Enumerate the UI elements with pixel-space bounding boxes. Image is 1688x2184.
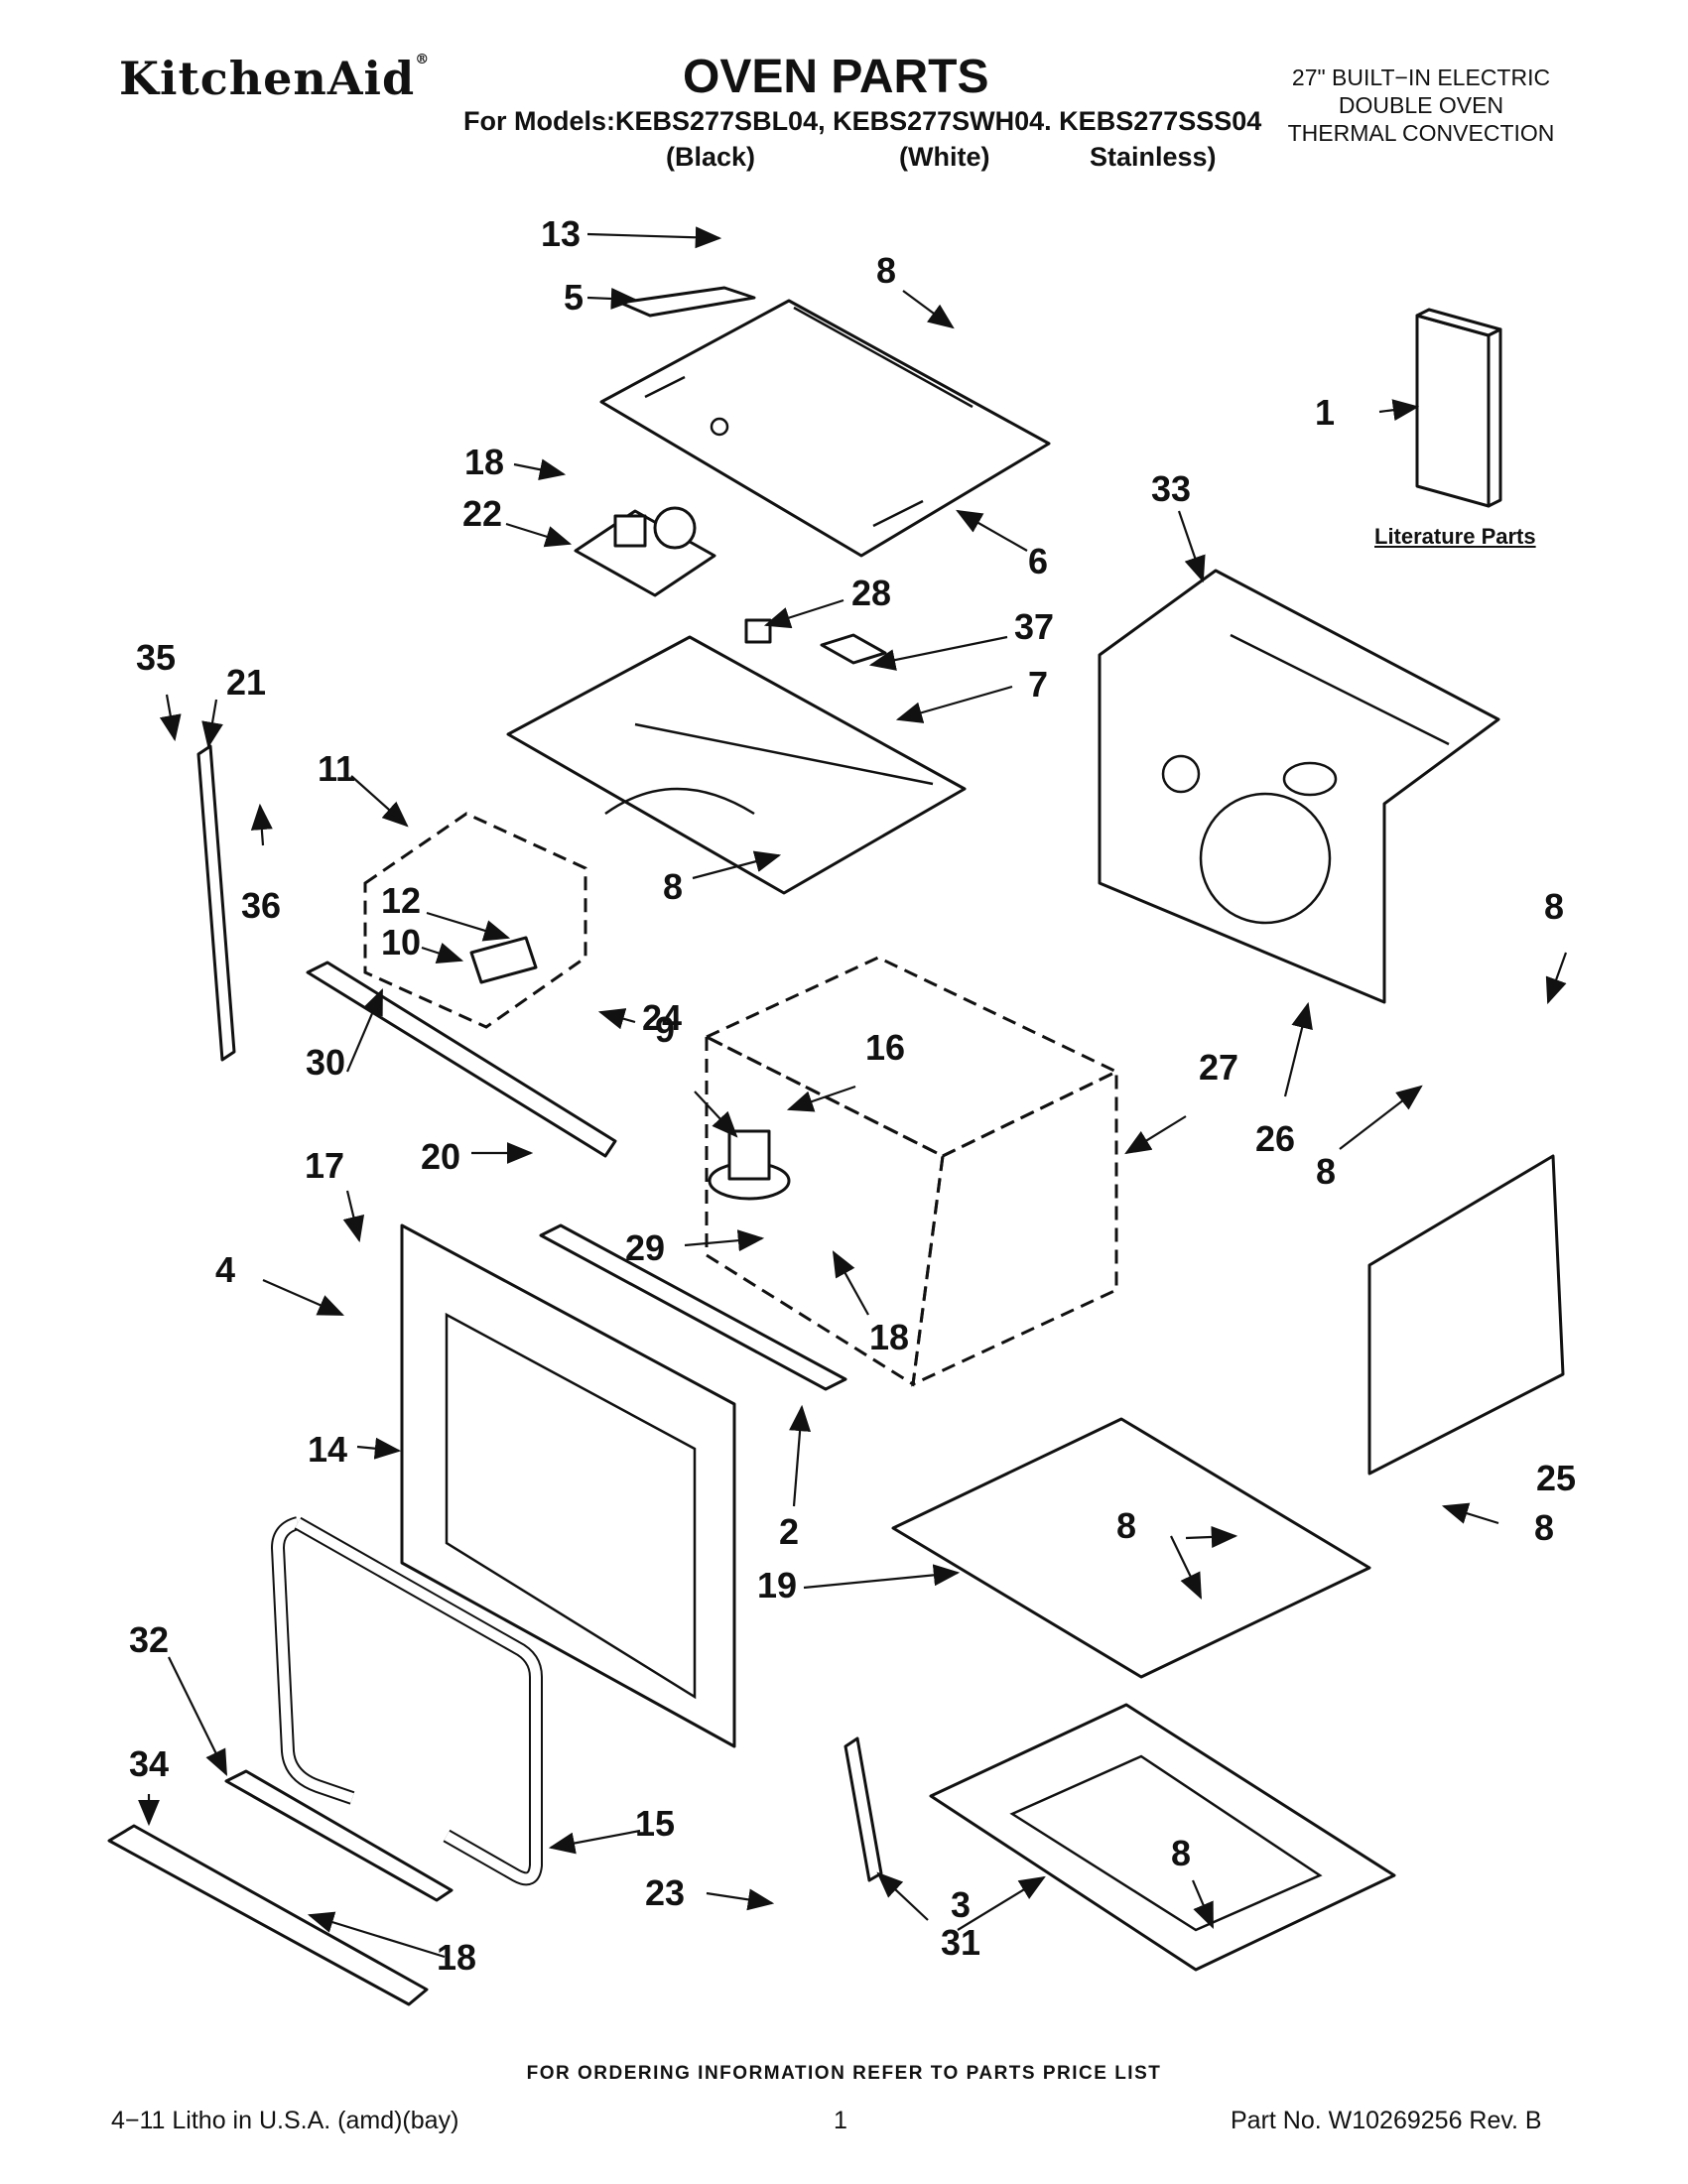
part-bottom-panel <box>891 1417 1371 1679</box>
color-black-label: (Black) <box>666 142 756 172</box>
callout-8: 8 <box>1316 1151 1337 1192</box>
callout-24: 24 <box>642 997 683 1038</box>
light-assembly-group <box>363 812 587 1029</box>
part-top-panel <box>599 299 1051 558</box>
part-front-frame <box>400 1223 736 1748</box>
part-bracket-5 <box>618 286 756 318</box>
part-thermal-fuse <box>744 618 772 644</box>
page-title: OVEN PARTS <box>683 51 989 103</box>
callout-33: 33 <box>1151 468 1192 509</box>
part-number: Part No. W10269256 Rev. B <box>1231 2107 1542 2134</box>
part-convection-fan <box>708 1129 791 1201</box>
callout-8: 8 <box>876 250 897 291</box>
registered-mark: ® <box>415 52 431 67</box>
product-line-2: DOUBLE OVEN <box>1338 92 1504 118</box>
callout-19: 19 <box>757 1565 798 1606</box>
callout-1: 1 <box>1315 392 1336 433</box>
callout-28: 28 <box>851 573 892 613</box>
part-motor-assembly <box>574 506 716 597</box>
callout-9: 9 <box>655 1009 676 1050</box>
callout-34: 34 <box>129 1743 170 1784</box>
litho-info: 4−11 Litho in U.S.A. (amd)(bay) <box>111 2107 459 2134</box>
product-line-1: 27" BUILT−IN ELECTRIC <box>1291 64 1551 90</box>
part-strip-32 <box>224 1769 454 1902</box>
callout-22: 22 <box>462 493 503 534</box>
callout-27: 27 <box>1199 1047 1239 1088</box>
part-vent-strip <box>306 961 617 1158</box>
callout-20: 20 <box>421 1136 461 1177</box>
page-number: 1 <box>834 2107 847 2134</box>
models-line: For Models:KEBS277SBL04, KEBS277SWH04. K… <box>463 106 1262 136</box>
part-oven-cavity <box>703 956 1120 1387</box>
callout-13: 13 <box>541 213 582 254</box>
part-lens <box>469 936 538 984</box>
callout-26: 26 <box>1255 1118 1296 1159</box>
callout-8: 8 <box>663 866 684 907</box>
part-bracket-37 <box>820 633 887 665</box>
callout-18: 18 <box>869 1317 910 1357</box>
callout-18: 18 <box>437 1937 477 1978</box>
callout-37: 37 <box>1014 606 1055 647</box>
part-side-rail <box>196 744 236 1062</box>
callout-3: 3 <box>951 1884 972 1925</box>
part-literature <box>1415 308 1502 508</box>
literature-parts-label: Literature Parts <box>1374 524 1536 549</box>
ordering-note: FOR ORDERING INFORMATION REFER TO PARTS … <box>526 2063 1162 2084</box>
color-white-label: (White) <box>899 142 990 172</box>
callout-2: 2 <box>779 1511 800 1552</box>
part-front-trim <box>539 1223 847 1391</box>
callout-29: 29 <box>625 1227 666 1268</box>
part-side-panel <box>1367 1154 1565 1476</box>
leader-lines <box>138 226 1568 1959</box>
callout-8: 8 <box>1534 1507 1555 1548</box>
callout-14: 14 <box>308 1429 348 1470</box>
callout-18: 18 <box>464 442 505 482</box>
callout-21: 21 <box>226 662 267 703</box>
callout-23: 23 <box>645 1872 686 1913</box>
callout-36: 36 <box>241 885 282 926</box>
callout-17: 17 <box>305 1145 345 1186</box>
callout-5: 5 <box>564 277 584 318</box>
callout-7: 7 <box>1028 664 1049 705</box>
callout-10: 10 <box>381 922 422 963</box>
callout-16: 16 <box>865 1027 906 1068</box>
callout-8: 8 <box>1171 1833 1192 1873</box>
callout-12: 12 <box>381 880 422 921</box>
brand-logo: KitchenAid® <box>119 52 431 105</box>
part-hinge-bracket <box>844 1736 883 1882</box>
callout-15: 15 <box>635 1803 676 1844</box>
callout-6: 6 <box>1028 541 1049 581</box>
callout-8: 8 <box>1116 1505 1137 1546</box>
callout-31: 31 <box>941 1922 981 1963</box>
part-rear-panel <box>1098 569 1500 1004</box>
callout-8: 8 <box>1544 886 1565 927</box>
callout-30: 30 <box>306 1042 346 1083</box>
product-line-3: THERMAL CONVECTION <box>1287 120 1555 146</box>
callout-35: 35 <box>136 637 177 678</box>
callout-11: 11 <box>318 748 356 789</box>
callout-4: 4 <box>215 1249 236 1290</box>
part-drawer-tray <box>929 1703 1396 1972</box>
part-oven-top <box>506 635 967 895</box>
product-description: 27" BUILT−IN ELECTRIC DOUBLE OVEN THERMA… <box>1252 64 1590 147</box>
callout-32: 32 <box>129 1619 170 1660</box>
callout-25: 25 <box>1536 1458 1577 1498</box>
color-stainless-label: Stainless) <box>1090 142 1217 172</box>
part-kick-plate <box>107 1824 429 2006</box>
